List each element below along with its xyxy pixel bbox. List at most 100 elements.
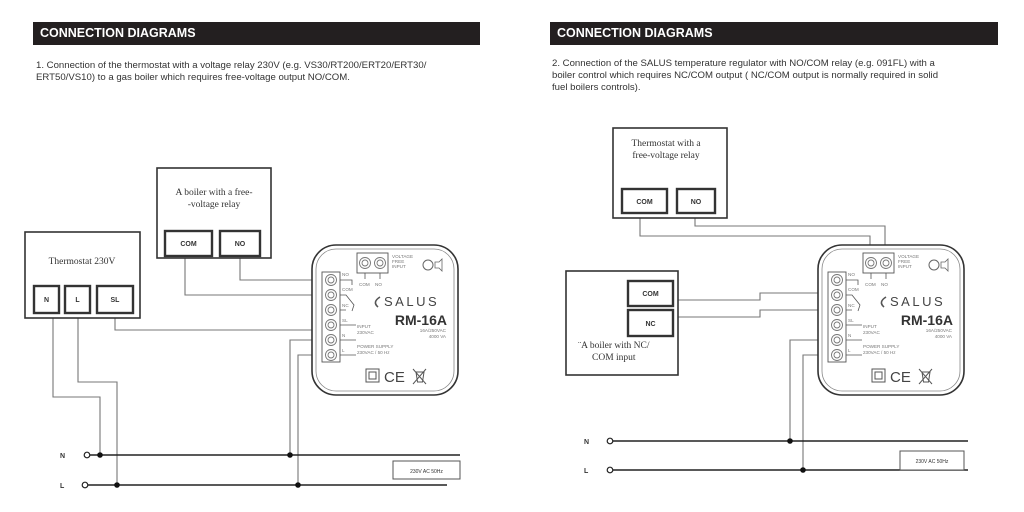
thermostat-box [612,127,728,219]
double-insulation-icon [871,368,886,383]
wire-boiler-no [239,258,322,281]
relay-contact-symbol [340,279,355,312]
top-terminal-screws [865,257,892,269]
bus-n-label: N [584,439,589,446]
terminal-screws [325,274,337,361]
top-terminal-label-com: COM [359,282,370,287]
top-terminal-block [862,252,895,274]
module-inner-frame [821,248,961,392]
thermostat-l-label: L [75,297,80,304]
voltage-free-label: FREE [898,259,910,264]
button-icon [434,258,443,272]
wire-thermostat-l [77,318,118,485]
terminal-label-nc: NC [342,303,349,308]
double-insulation-icon [365,368,380,383]
thermostat-n-terminal [32,284,61,315]
top-terminal-arrows [870,273,887,279]
bus-n-label: N [60,453,65,460]
top-terminal-label-com: COM [865,282,876,287]
voltage-free-label: VOLTAGE [898,254,919,259]
supply-label: 230V AC 50Hz [410,469,443,475]
rating-line: 16A/250VAC [420,328,447,333]
thermostat-title: Thermostat with a [631,139,701,149]
terminal-label-sl: SL [848,318,854,323]
button-icon [940,258,949,272]
led-indicator-icon [928,259,940,271]
rm16a-module: NO COM NC SL N L COM NO VOLTAGE FREE INP… [817,244,965,396]
weee-bin-icon [412,368,427,385]
power-supply-label: 230VAC / 50 Hz [863,350,896,355]
terminal-strip [321,271,341,363]
double-insulation-inner [874,371,883,380]
weee-bin-icon [918,368,933,385]
boiler-nc-terminal [626,308,675,338]
boiler-title: A boiler with a free- [175,187,252,198]
input-label: INPUT [357,324,371,329]
rating-line: 16A/250VAC [926,328,953,333]
terminal-label-nc: NC [848,303,855,308]
model-name: RM-16A [395,312,447,328]
boiler-com-terminal [626,279,675,308]
boiler-title: -voltage relay [188,200,241,210]
terminal-label-no: NO [848,272,855,277]
terminal-label-com: COM [342,287,353,292]
wire-boiler-com [184,258,322,296]
boiler-no-label: NO [235,241,246,248]
voltage-free-label: VOLTAGE [392,254,413,259]
left-section-header: CONNECTION DIAGRAMS [33,22,480,45]
top-terminal-label-no: NO [375,282,382,287]
led-indicator-icon [422,259,434,271]
thermostat-com-terminal [620,187,669,215]
thermostat-sl-terminal [95,284,135,315]
top-terminal-block [356,252,389,274]
terminal-label-no: NO [342,272,349,277]
description-line: 1. Connection of the thermostat with a v… [36,60,427,71]
top-terminal-screws [359,257,386,269]
boiler-com-label: COM [642,291,659,298]
terminal-screws [831,274,843,361]
thermostat-com-label: COM [636,199,653,206]
brand-logo: SALUS [384,294,439,309]
input-label: INPUT [863,324,877,329]
wire-thermostat-sl [114,318,322,331]
description-line: ERT50/VS10) to a gas boiler which requir… [36,72,350,83]
model-name: RM-16A [901,312,953,328]
top-terminal-label-no: NO [881,282,888,287]
terminal-label-l: L [848,348,851,353]
brand-logo: SALUS [890,294,945,309]
boiler-com-label: COM [180,241,197,248]
supply-label: 230V AC 50Hz [916,459,949,465]
thermostat-no-label: NO [691,199,702,206]
boiler-no-terminal [218,229,262,258]
thermostat-no-terminal [675,187,717,215]
right-diagram: Thermostat with a free-voltage relay COM… [565,127,968,475]
supply-label-box [899,450,965,471]
thermostat-sl-label: SL [111,297,121,304]
double-insulation-inner [368,371,377,380]
wire-module-n [789,339,830,441]
terminal-label-com: COM [848,287,859,292]
wire-boiler-nc [673,309,830,318]
bus-l-label: L [584,468,589,475]
module-inner-frame [315,248,455,392]
salus-logo-swirl-icon [374,296,381,308]
wire-boiler-com [673,292,830,301]
voltage-free-label: INPUT [898,264,912,269]
power-supply-label: POWER SUPPLY [357,344,393,349]
thermostat-l-terminal [63,284,92,315]
l-terminal-icon [81,481,89,489]
description-line: 2. Connection of the SALUS temperature r… [552,58,935,69]
thermostat-title: free-voltage relay [632,150,699,161]
supply-label-box [392,460,461,480]
bus-l-label: L [60,483,65,490]
relay-contact-symbol [846,279,861,312]
description-line: boiler control which requires NC/COM out… [552,70,939,81]
wire-thermostat-no [694,218,886,253]
power-supply-label: 230VAC / 50 Hz [357,350,390,355]
n-terminal-icon [606,437,614,445]
thermostat-n-label: N [44,297,49,304]
ce-mark: CE [384,369,405,386]
top-terminal-arrows [364,273,381,279]
boiler-title: COM input [592,353,636,363]
terminal-label-n: N [848,333,851,338]
